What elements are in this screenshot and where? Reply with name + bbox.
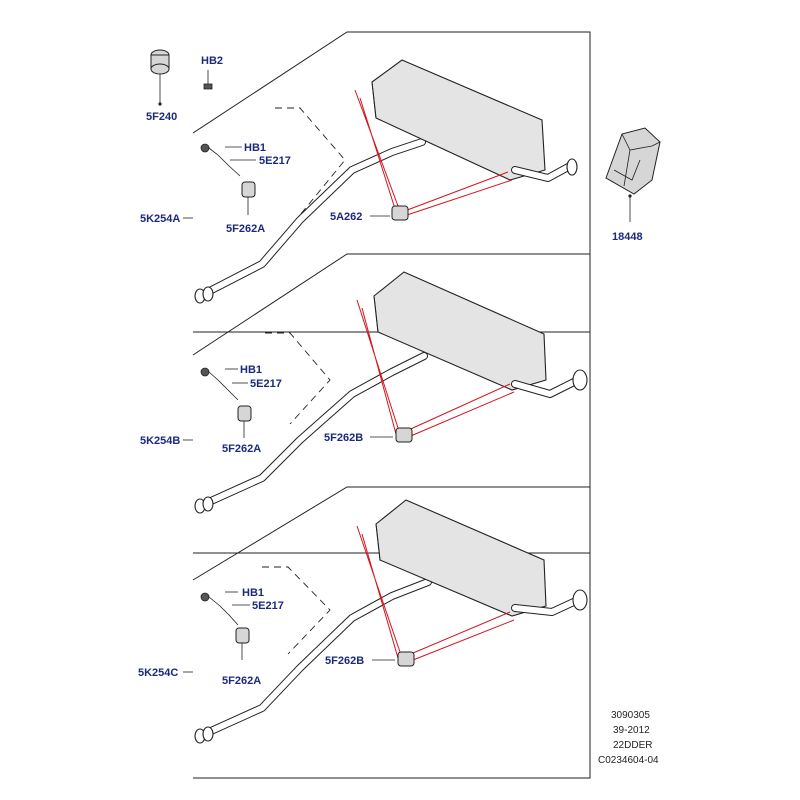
reference-block: 3090305 39-2012 22DDER C0234604-04 [598, 710, 659, 766]
label-assembly-c: 5K254C [138, 667, 178, 679]
part-18448-heat-shield [605, 127, 661, 222]
label-a-5E217: 5E217 [259, 155, 291, 167]
ref-line-3: 22DDER [613, 740, 652, 751]
ref-line-4: C0234604-04 [598, 755, 659, 766]
assembly-5K254B: 5K254B HB1 5E217 5F262A 5F262B [140, 253, 591, 554]
label-5F240: 5F240 [146, 111, 177, 123]
label-b-HB1: HB1 [240, 364, 262, 376]
label-HB2: HB2 [201, 55, 223, 67]
label-a-5F262A: 5F262A [226, 223, 265, 235]
assembly-5K254A: 5K254A HB1 5E217 5F262A 5A262 [140, 31, 591, 333]
part-HB2-bolt [203, 70, 213, 90]
label-a-HB1: HB1 [244, 142, 266, 154]
label-c-HB1: HB1 [242, 587, 264, 599]
label-18448: 18448 [612, 231, 643, 243]
part-5F240-isolator [150, 49, 170, 106]
label-b-mount: 5F262B [324, 432, 363, 444]
label-c-5F262A: 5F262A [222, 675, 261, 687]
label-assembly-a: 5K254A [140, 213, 180, 225]
label-c-mount: 5F262B [325, 655, 364, 667]
assembly-5K254C: 5K254C HB1 5E217 5F262A 5F262B [138, 486, 591, 779]
label-c-5E217: 5E217 [252, 600, 284, 612]
label-a-mount: 5A262 [330, 211, 362, 223]
label-b-5F262A: 5F262A [222, 443, 261, 455]
label-assembly-b: 5K254B [140, 435, 180, 447]
ref-line-1: 3090305 [611, 710, 650, 721]
label-b-5E217: 5E217 [250, 378, 282, 390]
ref-line-2: 39-2012 [613, 725, 650, 736]
